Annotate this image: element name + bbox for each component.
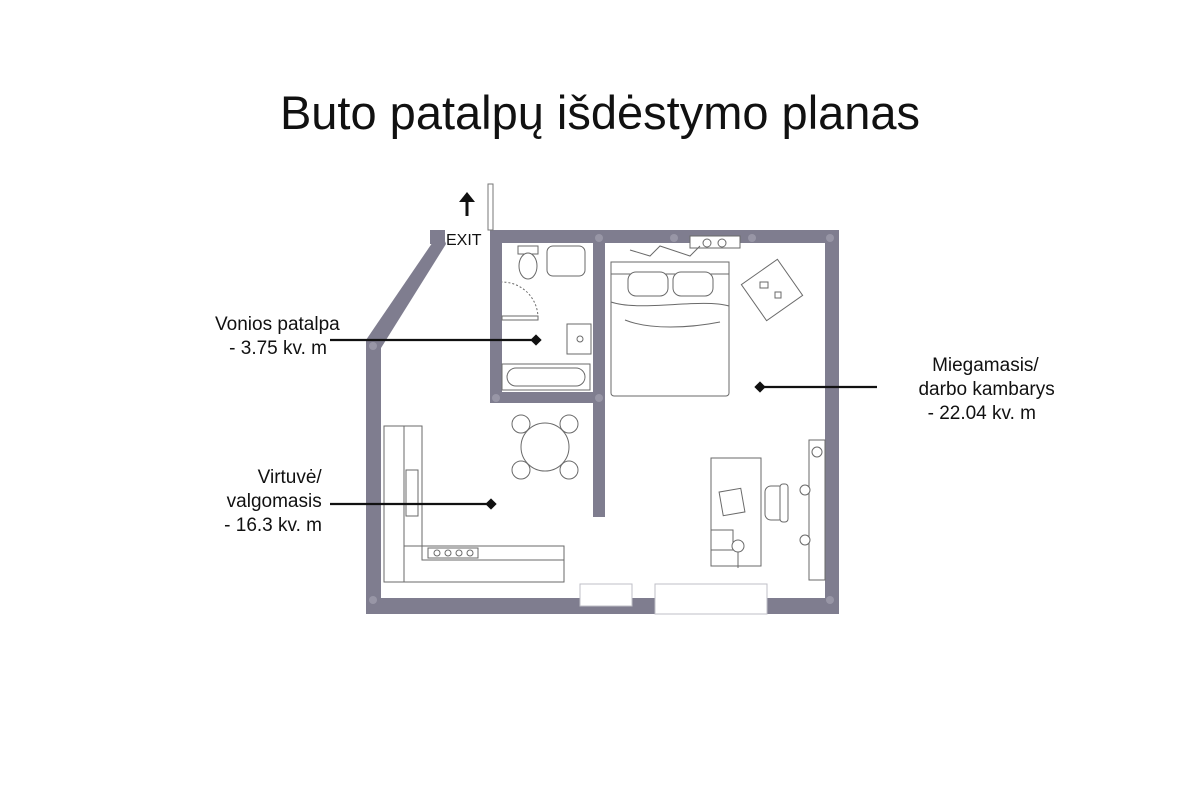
rug-icon bbox=[740, 258, 804, 322]
pin bbox=[369, 596, 377, 604]
pin bbox=[595, 394, 603, 402]
wall-bathroom-left bbox=[490, 243, 502, 403]
bathtub-icon bbox=[501, 363, 591, 391]
chair-icon bbox=[764, 483, 789, 523]
exit-door-leaf bbox=[487, 183, 494, 231]
room-area: - 16.3 kv. m bbox=[224, 515, 322, 536]
pin bbox=[492, 394, 500, 402]
stove-icon bbox=[427, 547, 479, 559]
pin bbox=[748, 234, 756, 242]
pin bbox=[595, 234, 603, 242]
wall-top bbox=[490, 230, 838, 243]
exit-arrow-icon bbox=[459, 192, 475, 202]
room-name: Virtuvė/ bbox=[258, 467, 323, 488]
washing-machine-icon bbox=[546, 245, 586, 277]
label-kitchen: Virtuvė/ valgomasis - 16.3 kv. m bbox=[224, 467, 497, 536]
svg-text:Virtuvė/ valgomasis: Virtuvė/ valgomasis - 16.3 kv. m bbox=[224, 467, 327, 536]
pin bbox=[826, 234, 834, 242]
window-bottom-right bbox=[654, 583, 768, 615]
room-name: Vonios patalpa bbox=[215, 314, 340, 335]
room-name: Miegamasis/ bbox=[932, 355, 1039, 376]
wall-bathroom-bottom bbox=[490, 392, 605, 403]
room-name-2: darbo kambarys bbox=[918, 379, 1054, 400]
plants bbox=[702, 238, 823, 546]
desk-icon bbox=[710, 457, 762, 568]
wall-left-outer bbox=[366, 340, 381, 614]
shelf-icon bbox=[808, 439, 826, 581]
pin bbox=[670, 234, 678, 242]
exit: EXIT bbox=[446, 183, 494, 249]
leader-dot bbox=[530, 334, 542, 346]
wall-partition bbox=[593, 243, 605, 517]
wall-top-left bbox=[430, 230, 445, 244]
door-swing-icon bbox=[501, 281, 539, 321]
toilet-icon bbox=[517, 245, 539, 280]
walls bbox=[366, 230, 839, 615]
dining-table-icon bbox=[511, 414, 579, 480]
room-area: - 22.04 kv. m bbox=[928, 403, 1036, 424]
pin bbox=[369, 342, 377, 350]
page-title: Buto patalpų išdėstymo planas bbox=[280, 86, 920, 139]
label-bedroom: Miegamasis/ darbo kambarys - 22.04 kv. m bbox=[754, 355, 1060, 424]
label-bathroom: Vonios patalpa - 3.75 kv. m bbox=[215, 314, 542, 359]
sink-icon bbox=[566, 323, 592, 355]
svg-text:Miegamasis/ darbo kambar: Miegamasis/ darbo kambarys - 22.04 kv. m bbox=[918, 355, 1060, 424]
leader-dot bbox=[485, 498, 497, 510]
leader-dot bbox=[754, 381, 766, 393]
wall-diagonal bbox=[366, 230, 446, 348]
exit-label: EXIT bbox=[446, 232, 482, 249]
bathroom-fixtures bbox=[501, 245, 592, 391]
wall-right bbox=[825, 230, 839, 614]
bed-icon bbox=[610, 245, 730, 397]
svg-text:Vonios patalpa - 3.75 kv: Vonios patalpa - 3.75 kv. m bbox=[215, 314, 345, 359]
pin bbox=[826, 596, 834, 604]
window-top bbox=[689, 235, 741, 249]
room-name-2: valgomasis bbox=[227, 491, 322, 512]
window-bottom-left bbox=[579, 583, 633, 607]
room-area: - 3.75 kv. m bbox=[229, 338, 327, 359]
